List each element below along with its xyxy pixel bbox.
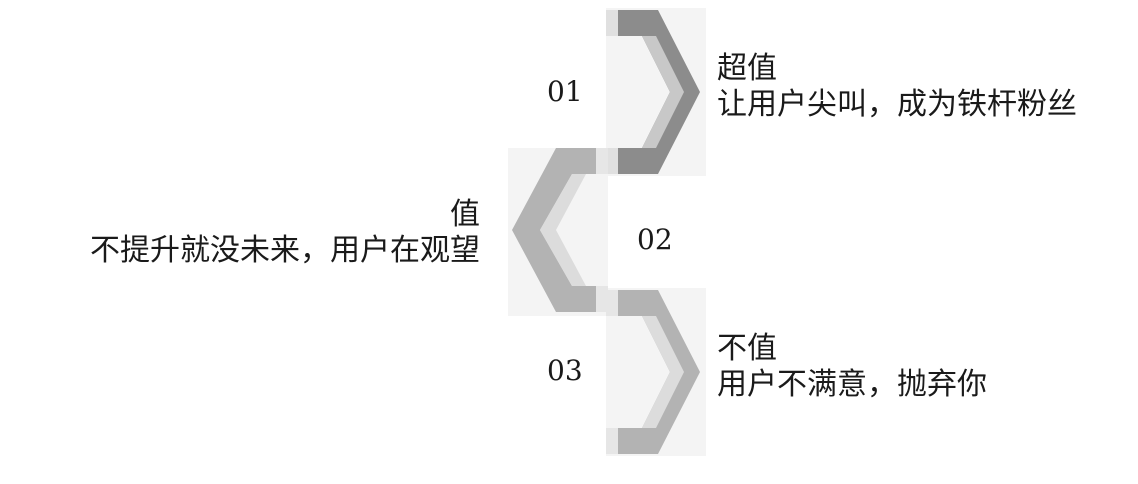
step-caption-02: 值 不提升就没未来，用户在观望 bbox=[90, 197, 480, 269]
step-desc-02: 不提升就没未来，用户在观望 bbox=[90, 233, 480, 268]
chevron-02-highlight bbox=[540, 174, 586, 286]
step-number-01: 01 bbox=[547, 75, 583, 108]
step-desc-03: 用户不满意，抛弃你 bbox=[717, 367, 987, 402]
chevron-01-highlight bbox=[642, 36, 684, 148]
chevron-02 bbox=[512, 148, 596, 312]
step-title-02: 值 bbox=[450, 197, 480, 232]
chevron-03-edge-bottom bbox=[606, 428, 618, 454]
step-title-03: 不值 bbox=[717, 331, 777, 366]
step-number-03: 03 bbox=[547, 354, 583, 387]
step-caption-03: 不值 用户不满意，抛弃你 bbox=[717, 331, 987, 403]
chevron-02-edge-bottom bbox=[596, 286, 608, 312]
step-title-01: 超值 bbox=[717, 51, 777, 86]
step-number-02: 02 bbox=[637, 223, 673, 256]
chevron-01-edge bbox=[606, 10, 618, 36]
step-desc-01: 让用户尖叫，成为铁杆粉丝 bbox=[717, 87, 1077, 122]
chevron-01-edge-bottom bbox=[606, 148, 618, 174]
chevron-02-edge bbox=[596, 148, 608, 174]
step-caption-01: 超值 让用户尖叫，成为铁杆粉丝 bbox=[717, 51, 1077, 123]
chevron-03-edge bbox=[606, 290, 618, 316]
chevron-03-highlight bbox=[642, 316, 684, 428]
